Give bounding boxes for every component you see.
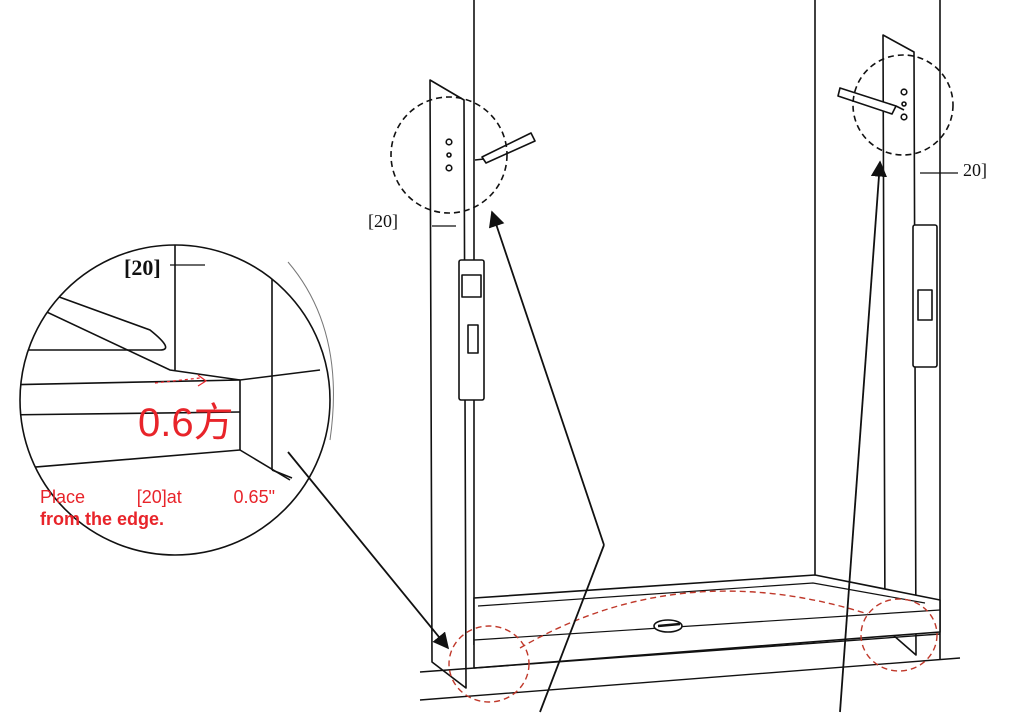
shower-base-rim <box>473 574 941 669</box>
arrow-base-to-right-hole <box>839 160 888 713</box>
note-word: 0.65" <box>233 487 275 507</box>
part-label-left: [20] <box>368 211 398 231</box>
detail-circle <box>19 244 331 556</box>
note-line-2: from the edge. <box>40 509 165 529</box>
guide-circle-right-corner <box>860 598 938 672</box>
pencil-left <box>474 132 536 164</box>
placement-note: Place [20]at 0.65" from the edge. <box>40 486 275 530</box>
dimension-label: 0.6方 <box>138 401 234 445</box>
guide-circle-left-corner <box>448 625 530 703</box>
mounting-holes-left <box>445 138 453 172</box>
shower-base-front <box>419 633 961 701</box>
part-label-detail: [20] <box>124 255 161 280</box>
part-label-right: 20] <box>963 160 987 180</box>
detail-view <box>19 244 334 556</box>
dimension-mark <box>154 377 201 384</box>
note-word: Place <box>40 487 86 507</box>
focus-circle-left <box>390 96 508 214</box>
arrow-base-to-left-hole-tail <box>539 544 605 713</box>
left-wall-panel <box>429 79 467 689</box>
arrow-detail-to-corner <box>287 451 450 650</box>
pencil-right <box>837 87 905 115</box>
note-word: [20]at <box>136 487 182 507</box>
right-wall-panel <box>882 34 917 656</box>
focus-circle-right <box>852 54 954 156</box>
mounting-holes-right <box>900 88 908 121</box>
arrow-base-to-left-hole <box>488 210 605 546</box>
